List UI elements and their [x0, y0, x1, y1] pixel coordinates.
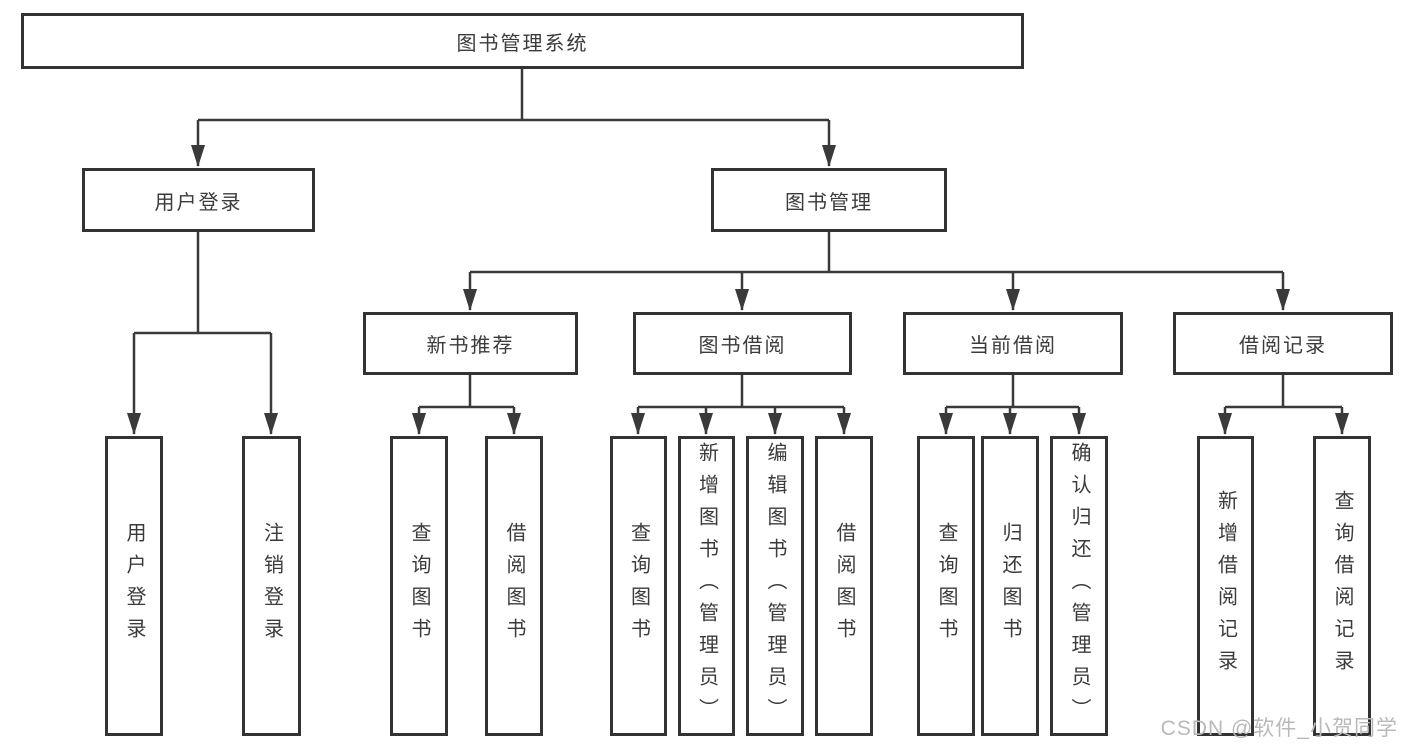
- leaf-br-add-record: 新增借阅记录: [1197, 436, 1254, 736]
- leaf-bb-borrow-book: 借阅图书: [815, 436, 873, 736]
- new-book-recommend-node: 新书推荐: [363, 312, 578, 375]
- root-node: 图书管理系统: [21, 13, 1024, 69]
- book-borrow-node: 图书借阅: [633, 312, 852, 375]
- leaf-nbr-query-book: 查询图书: [390, 436, 448, 736]
- csdn-watermark: CSDN @软件_小贺同学: [1160, 717, 1398, 740]
- leaf-user-login: 用户登录: [105, 436, 163, 736]
- leaf-cb-confirm-return: 确认归还（管理员）: [1050, 436, 1108, 736]
- book-management-node: 图书管理: [711, 168, 947, 232]
- leaf-br-query-record: 查询借阅记录: [1313, 436, 1371, 736]
- current-borrow-node: 当前借阅: [903, 312, 1123, 375]
- user-login-node: 用户登录: [82, 168, 315, 232]
- leaf-bb-add-book: 新增图书（管理员）: [678, 436, 735, 736]
- leaf-bb-query-book: 查询图书: [610, 436, 667, 736]
- borrow-record-node: 借阅记录: [1173, 312, 1393, 375]
- leaf-nbr-borrow-book: 借阅图书: [485, 436, 543, 736]
- leaf-bb-edit-book: 编辑图书（管理员）: [746, 436, 804, 736]
- leaf-logout: 注销登录: [242, 436, 301, 736]
- leaf-cb-return-book: 归还图书: [981, 436, 1039, 736]
- leaf-cb-query-book: 查询图书: [917, 436, 975, 736]
